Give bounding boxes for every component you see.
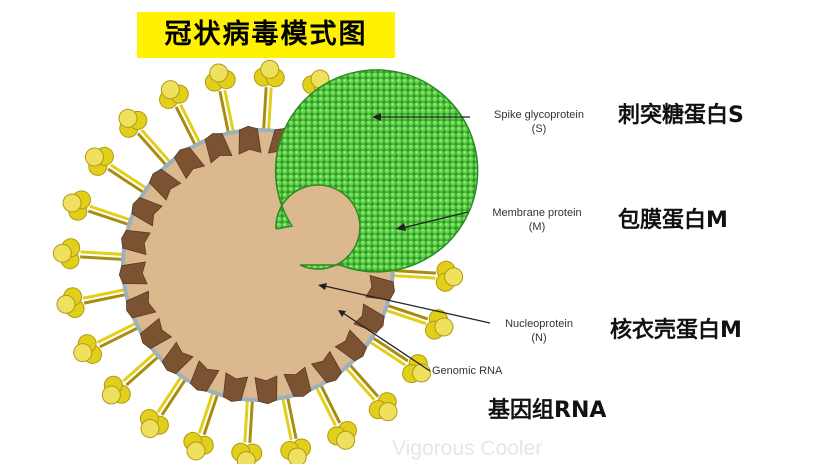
nucleo-leader [319, 284, 491, 324]
membrane-protein [222, 372, 249, 402]
membrane-en-abbr: (M) [528, 221, 546, 233]
membrane-protein [161, 341, 194, 375]
label-spike-zh: 刺突糖蛋白S [618, 103, 744, 128]
membrane-protein [126, 290, 157, 319]
spike-arrowhead [372, 113, 381, 121]
nucleo-arrowhead [318, 283, 327, 290]
rna-leader [339, 310, 431, 372]
label-spike-en: Spike glycoprotein (S) [474, 108, 604, 136]
page-title: 冠状病毒模式图 [137, 12, 395, 58]
membrane-protein [238, 125, 262, 155]
membrane-protein [118, 261, 148, 285]
membrane-protein [283, 366, 312, 397]
label-membrane-en: Membrane protein (M) [470, 206, 604, 234]
spike-en-abbr: (S) [531, 123, 547, 135]
membrane-protein [173, 146, 206, 180]
membrane-protein [204, 133, 233, 164]
nucleocapsid-core [218, 225, 298, 305]
spike-en-name: Spike glycoprotein [494, 109, 584, 121]
nucleo-en-name: Nucleoprotein [505, 318, 573, 330]
spike-protein [56, 286, 134, 319]
label-nucleo-en: Nucleoprotein (N) [474, 317, 604, 345]
membrane-en-name: Membrane protein [492, 207, 582, 219]
label-membrane-zh: 包膜蛋白M [618, 208, 728, 233]
spike-protein [253, 59, 285, 138]
watermark: Vigorous Cooler [392, 437, 543, 460]
membrane-protein [334, 329, 368, 362]
label-nucleo-zh: 核衣壳蛋白M [610, 318, 742, 343]
membrane-protein [254, 375, 278, 405]
rna-arrowhead [338, 310, 346, 317]
membrane-protein [121, 229, 151, 256]
spike-protein [73, 318, 146, 364]
label-rna-en: Genomic RNA [432, 365, 503, 377]
membrane-arrowhead [396, 223, 406, 231]
membrane-protein [148, 168, 182, 201]
membrane-protein [310, 350, 343, 384]
spike-protein [231, 392, 263, 464]
nucleo-en-abbr: (N) [531, 332, 547, 344]
spike-protein [279, 389, 312, 464]
membrane-protein [131, 196, 163, 227]
label-rna-zh: 基因组RNA [488, 398, 607, 423]
membrane-protein [189, 360, 220, 392]
spike-protein [52, 238, 131, 270]
membrane-leader [397, 211, 469, 230]
membrane-protein [365, 274, 395, 301]
leader-arrowheads [318, 113, 406, 317]
leader-lines [319, 116, 491, 372]
membrane-protein [139, 317, 173, 350]
